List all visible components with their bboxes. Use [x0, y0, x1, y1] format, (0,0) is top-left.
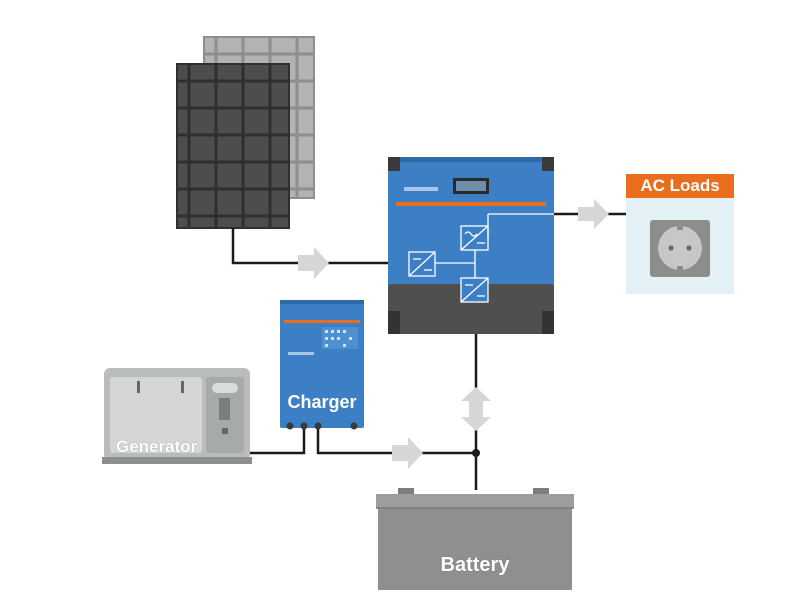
wiring — [231, 212, 626, 490]
flow-arrow-acloads — [578, 199, 609, 229]
battery-lid — [376, 494, 574, 508]
inverter-corner — [542, 157, 554, 171]
flow-arrow-battery-bidirectional — [461, 387, 491, 431]
inverter-logo — [404, 187, 438, 191]
battery-terminal — [533, 488, 549, 496]
charger-label: Charger — [287, 392, 357, 412]
generator-outlet — [222, 428, 228, 434]
flow-arrows — [298, 199, 609, 469]
socket-ground-clip — [677, 266, 683, 270]
inverter-display-screen — [456, 181, 486, 191]
generator-gauge — [212, 383, 238, 393]
battery-icon — [376, 488, 574, 590]
generator-handle — [181, 381, 184, 393]
inverter-corner — [388, 311, 400, 334]
solar-panel-front — [176, 63, 290, 229]
socket-ground-clip — [677, 226, 683, 230]
wire-charger-battery — [316, 424, 476, 455]
battery-body — [378, 508, 572, 590]
generator-front-panel — [110, 377, 202, 453]
charger-orange-stripe — [284, 320, 360, 323]
generator-handle — [137, 381, 140, 393]
wire-solar-inverter — [231, 228, 390, 265]
charger-leds — [325, 330, 352, 347]
inverter-top-band — [388, 157, 554, 162]
charger-top-band — [280, 300, 364, 304]
generator-icon — [102, 368, 252, 464]
flow-arrow-charger — [392, 437, 423, 469]
generator-base — [102, 457, 252, 464]
socket-pin-hole — [686, 245, 692, 251]
inverter-lower-panel — [388, 284, 554, 334]
wire-junction — [472, 449, 480, 457]
socket-pin-hole — [668, 245, 674, 251]
inverter-corner — [388, 157, 400, 171]
wire-generator-charger — [250, 424, 306, 455]
generator-switch — [219, 398, 230, 420]
battery-terminal — [398, 488, 414, 496]
inverter-orange-stripe — [396, 202, 546, 206]
generator-label: Generator — [116, 437, 198, 456]
battery-charger-icon — [280, 300, 364, 430]
battery-label: Battery — [440, 554, 510, 576]
charger-terminals — [286, 422, 358, 430]
ac-socket-icon — [626, 197, 734, 294]
inverter-corner — [542, 311, 554, 334]
charger-logo — [288, 352, 314, 355]
ac-loads-label: AC Loads — [626, 174, 734, 198]
solar-panel-icon — [176, 36, 315, 229]
inverter-charger-icon — [388, 157, 554, 334]
inverter-converter-blocks — [408, 213, 554, 303]
socket-face — [658, 226, 702, 270]
flow-arrow-solar — [298, 247, 329, 279]
